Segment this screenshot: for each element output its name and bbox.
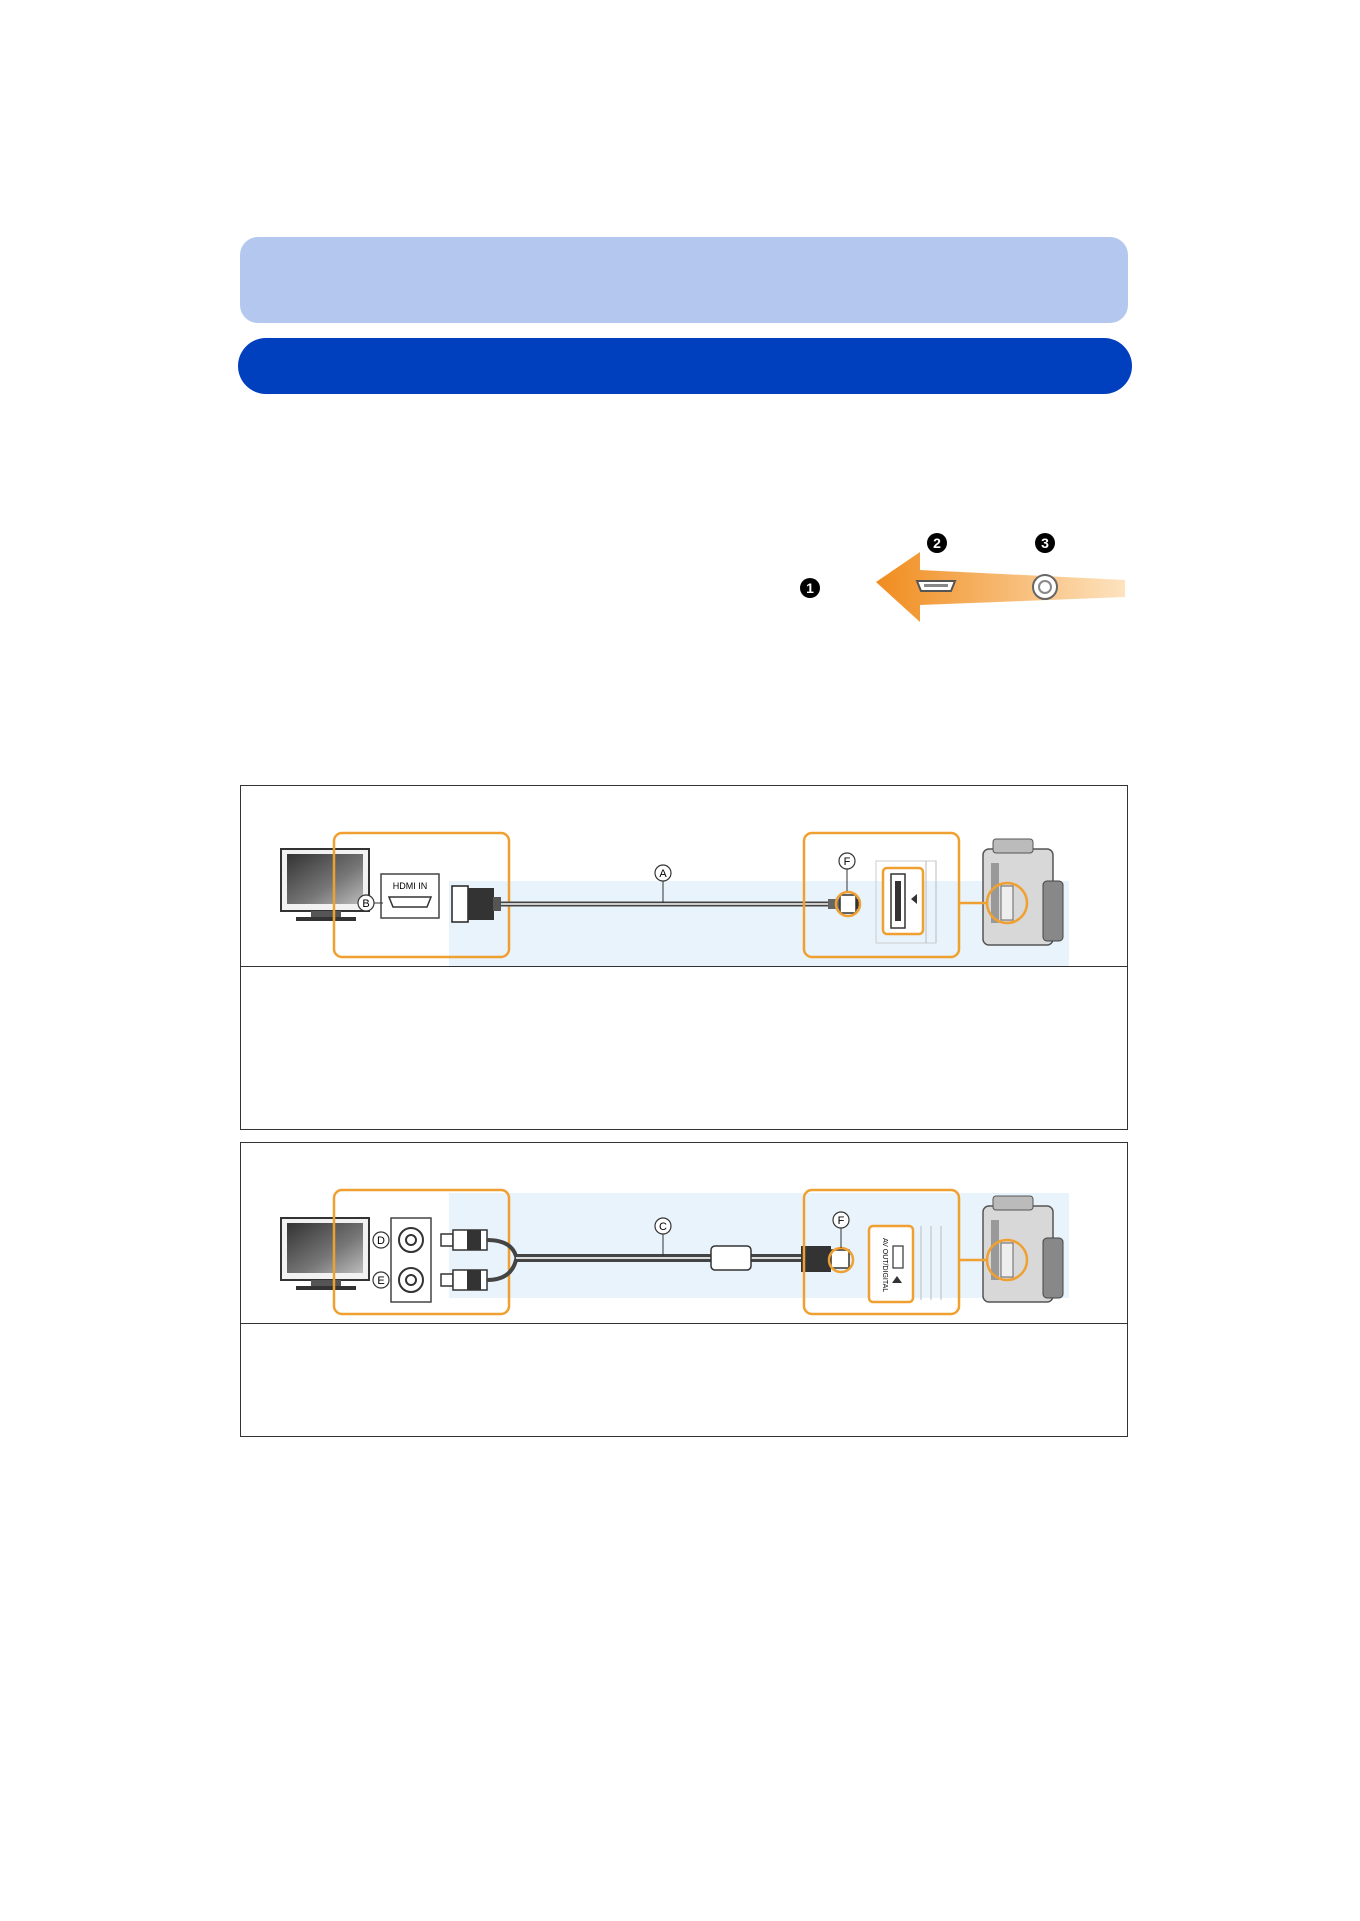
- tv-icon: [280, 1217, 370, 1290]
- svg-text:HDMI IN: HDMI IN: [393, 881, 428, 891]
- av-port-icon: [1032, 574, 1058, 600]
- hdmi-box-divider: [241, 966, 1127, 967]
- svg-text:1: 1: [806, 580, 814, 596]
- tv-av-jacks: [390, 1217, 432, 1303]
- section-header-banner: [240, 237, 1128, 323]
- callout-d: D: [372, 1231, 390, 1249]
- tv-hdmi-in-port: HDMI IN: [380, 873, 440, 919]
- connection-priority-graphic: 1 2 3: [800, 533, 1125, 622]
- svg-text:E: E: [377, 1275, 384, 1287]
- svg-text:F: F: [844, 856, 851, 868]
- callout-f: F: [832, 1211, 850, 1248]
- callout-f: F: [838, 852, 856, 891]
- svg-text:C: C: [659, 1221, 667, 1233]
- av-connection-box: D E C: [240, 1142, 1128, 1437]
- svg-text:A: A: [659, 868, 667, 880]
- callout-b: B: [357, 894, 383, 912]
- svg-text:3: 3: [1041, 535, 1049, 551]
- diagram-background: [449, 1193, 1069, 1298]
- camera-port-callout-frame: [802, 831, 961, 959]
- av-cable: [486, 1238, 831, 1258]
- rca-plug-audio: [440, 1269, 488, 1291]
- svg-text:AV OUT/DIGITAL: AV OUT/DIGITAL: [881, 1238, 888, 1292]
- diagram-background: [449, 881, 1069, 966]
- camera-icon: [959, 1195, 1064, 1303]
- svg-text:F: F: [838, 1215, 845, 1227]
- ferrite-core: [710, 1245, 752, 1271]
- priority-marker-3: 3: [1035, 533, 1055, 553]
- tv-jack-callout-frame: [332, 1188, 511, 1316]
- camera-icon: [959, 838, 1064, 946]
- svg-text:B: B: [362, 898, 369, 910]
- hdmi-connection-box: HDMI IN B A: [240, 785, 1128, 1130]
- chapter-title-banner: [238, 338, 1132, 394]
- av-box-divider: [241, 1323, 1127, 1324]
- priority-marker-2: 2: [927, 533, 947, 553]
- hdmi-connection-diagram: HDMI IN B A: [280, 831, 1069, 966]
- camera-port-callout-frame: [802, 1188, 961, 1316]
- priority-marker-1: 1: [800, 578, 820, 598]
- hdmi-plug-mini: [828, 894, 860, 914]
- av-connection-diagram: D E C: [280, 1188, 1069, 1316]
- av-plug: [801, 1246, 850, 1272]
- camera-hdmi-port-closeup: [875, 860, 937, 944]
- priority-arrow-shape: [876, 552, 1125, 622]
- hdmi-plug-large: [451, 885, 501, 923]
- hdmi-port-icon: [915, 580, 957, 592]
- tv-icon: [280, 848, 370, 921]
- rca-plug-video: [440, 1229, 488, 1251]
- callout-e: E: [372, 1271, 390, 1289]
- tv-port-callout-frame: [332, 831, 511, 959]
- svg-text:2: 2: [933, 535, 941, 551]
- camera-av-port-closeup: AV OUT/DIGITAL: [867, 1224, 942, 1304]
- svg-text:D: D: [377, 1235, 385, 1247]
- callout-c: C: [654, 1217, 672, 1256]
- callout-a: A: [654, 864, 672, 903]
